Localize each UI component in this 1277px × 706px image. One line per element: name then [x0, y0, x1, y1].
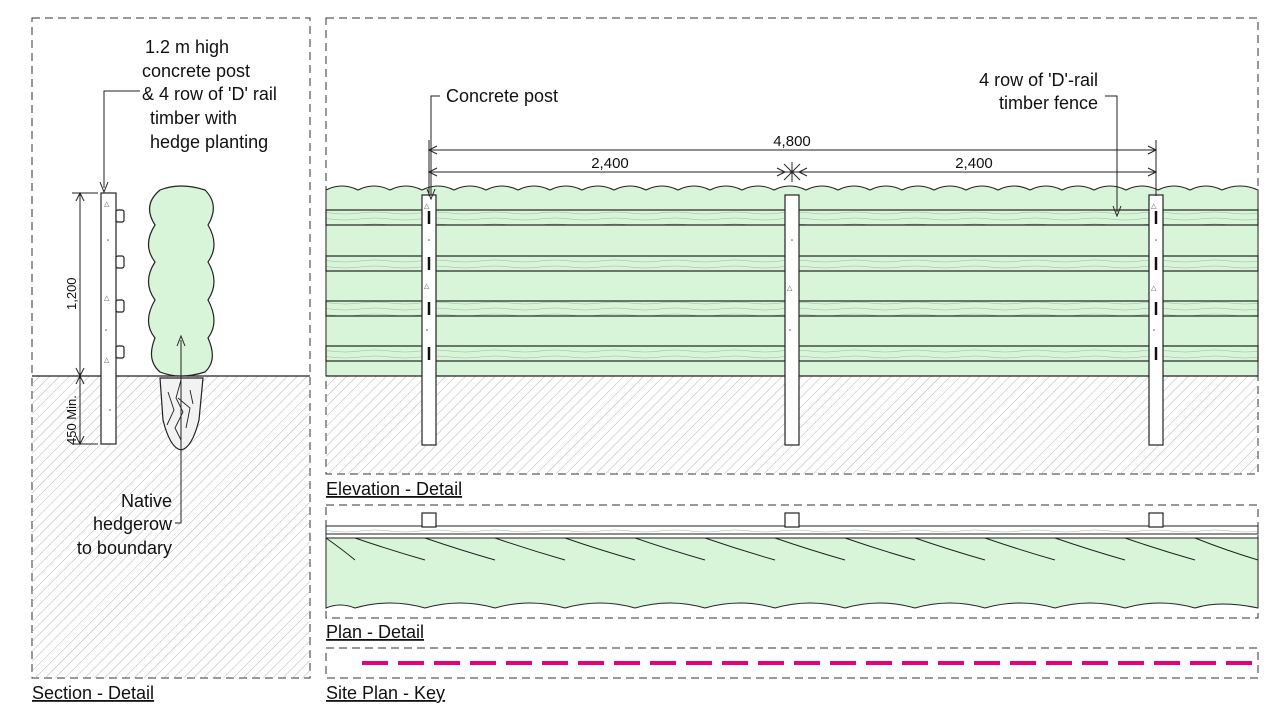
plan-posts	[421, 512, 1164, 528]
elevation-rail-label-line-2: timber fence	[999, 93, 1098, 113]
hedge-note-line-1: Native	[121, 491, 172, 511]
svg-text:△: △	[787, 285, 793, 292]
key-panel	[325, 647, 1259, 679]
section-height-dimension: 1,200	[64, 277, 79, 310]
dimension-total: 4,800	[773, 133, 811, 150]
svg-text:△: △	[424, 203, 430, 210]
plan-panel	[325, 504, 1259, 619]
hedge-note-line-3: to boundary	[77, 538, 172, 558]
section-hedge	[147, 185, 215, 377]
elevation-dimensions	[427, 140, 1158, 196]
section-hedge-note: Native hedgerow to boundary	[77, 491, 173, 558]
section-d-rails	[115, 209, 125, 359]
elevation-post-middle: △	[784, 194, 800, 446]
svg-text:△: △	[104, 295, 110, 302]
svg-text:△: △	[424, 283, 430, 290]
elevation-post-left: △ △	[421, 194, 437, 446]
svg-text:△: △	[104, 201, 110, 208]
section-note: 1.2 m high concrete post & 4 row of 'D' …	[142, 37, 277, 152]
svg-text:△: △	[1151, 203, 1157, 210]
section-title: Section - Detail	[32, 683, 154, 703]
plan-title: Plan - Detail	[326, 622, 424, 642]
section-note-line-3: & 4 row of 'D' rail	[142, 84, 277, 104]
svg-text:△: △	[1151, 285, 1157, 292]
svg-text:△: △	[104, 357, 110, 364]
section-dimensions	[72, 191, 98, 446]
key-title: Site Plan - Key	[326, 683, 445, 703]
elevation-post-label: Concrete post	[446, 86, 558, 106]
elevation-post-right: △ △	[1148, 194, 1164, 446]
section-note-line-5: hedge planting	[150, 132, 268, 152]
plan-hedge	[325, 537, 1259, 609]
section-concrete-post: △ △ △	[100, 192, 117, 445]
section-note-line-1: 1.2 m high	[145, 37, 229, 57]
section-note-line-4: timber with	[150, 108, 237, 128]
elevation-rail-label-line-1: 4 row of 'D'-rail	[979, 70, 1098, 90]
section-depth-dimension: 450 Min.	[64, 395, 79, 445]
dimension-right: 2,400	[955, 155, 993, 172]
hedge-note-line-2: hedgerow	[93, 514, 173, 534]
dimension-left: 2,400	[591, 155, 629, 172]
section-note-line-2: concrete post	[142, 61, 250, 81]
section-panel: △ △ △	[31, 17, 311, 679]
elevation-panel: △ △ △ △ △	[325, 17, 1259, 475]
elevation-title: Elevation - Detail	[326, 479, 462, 499]
